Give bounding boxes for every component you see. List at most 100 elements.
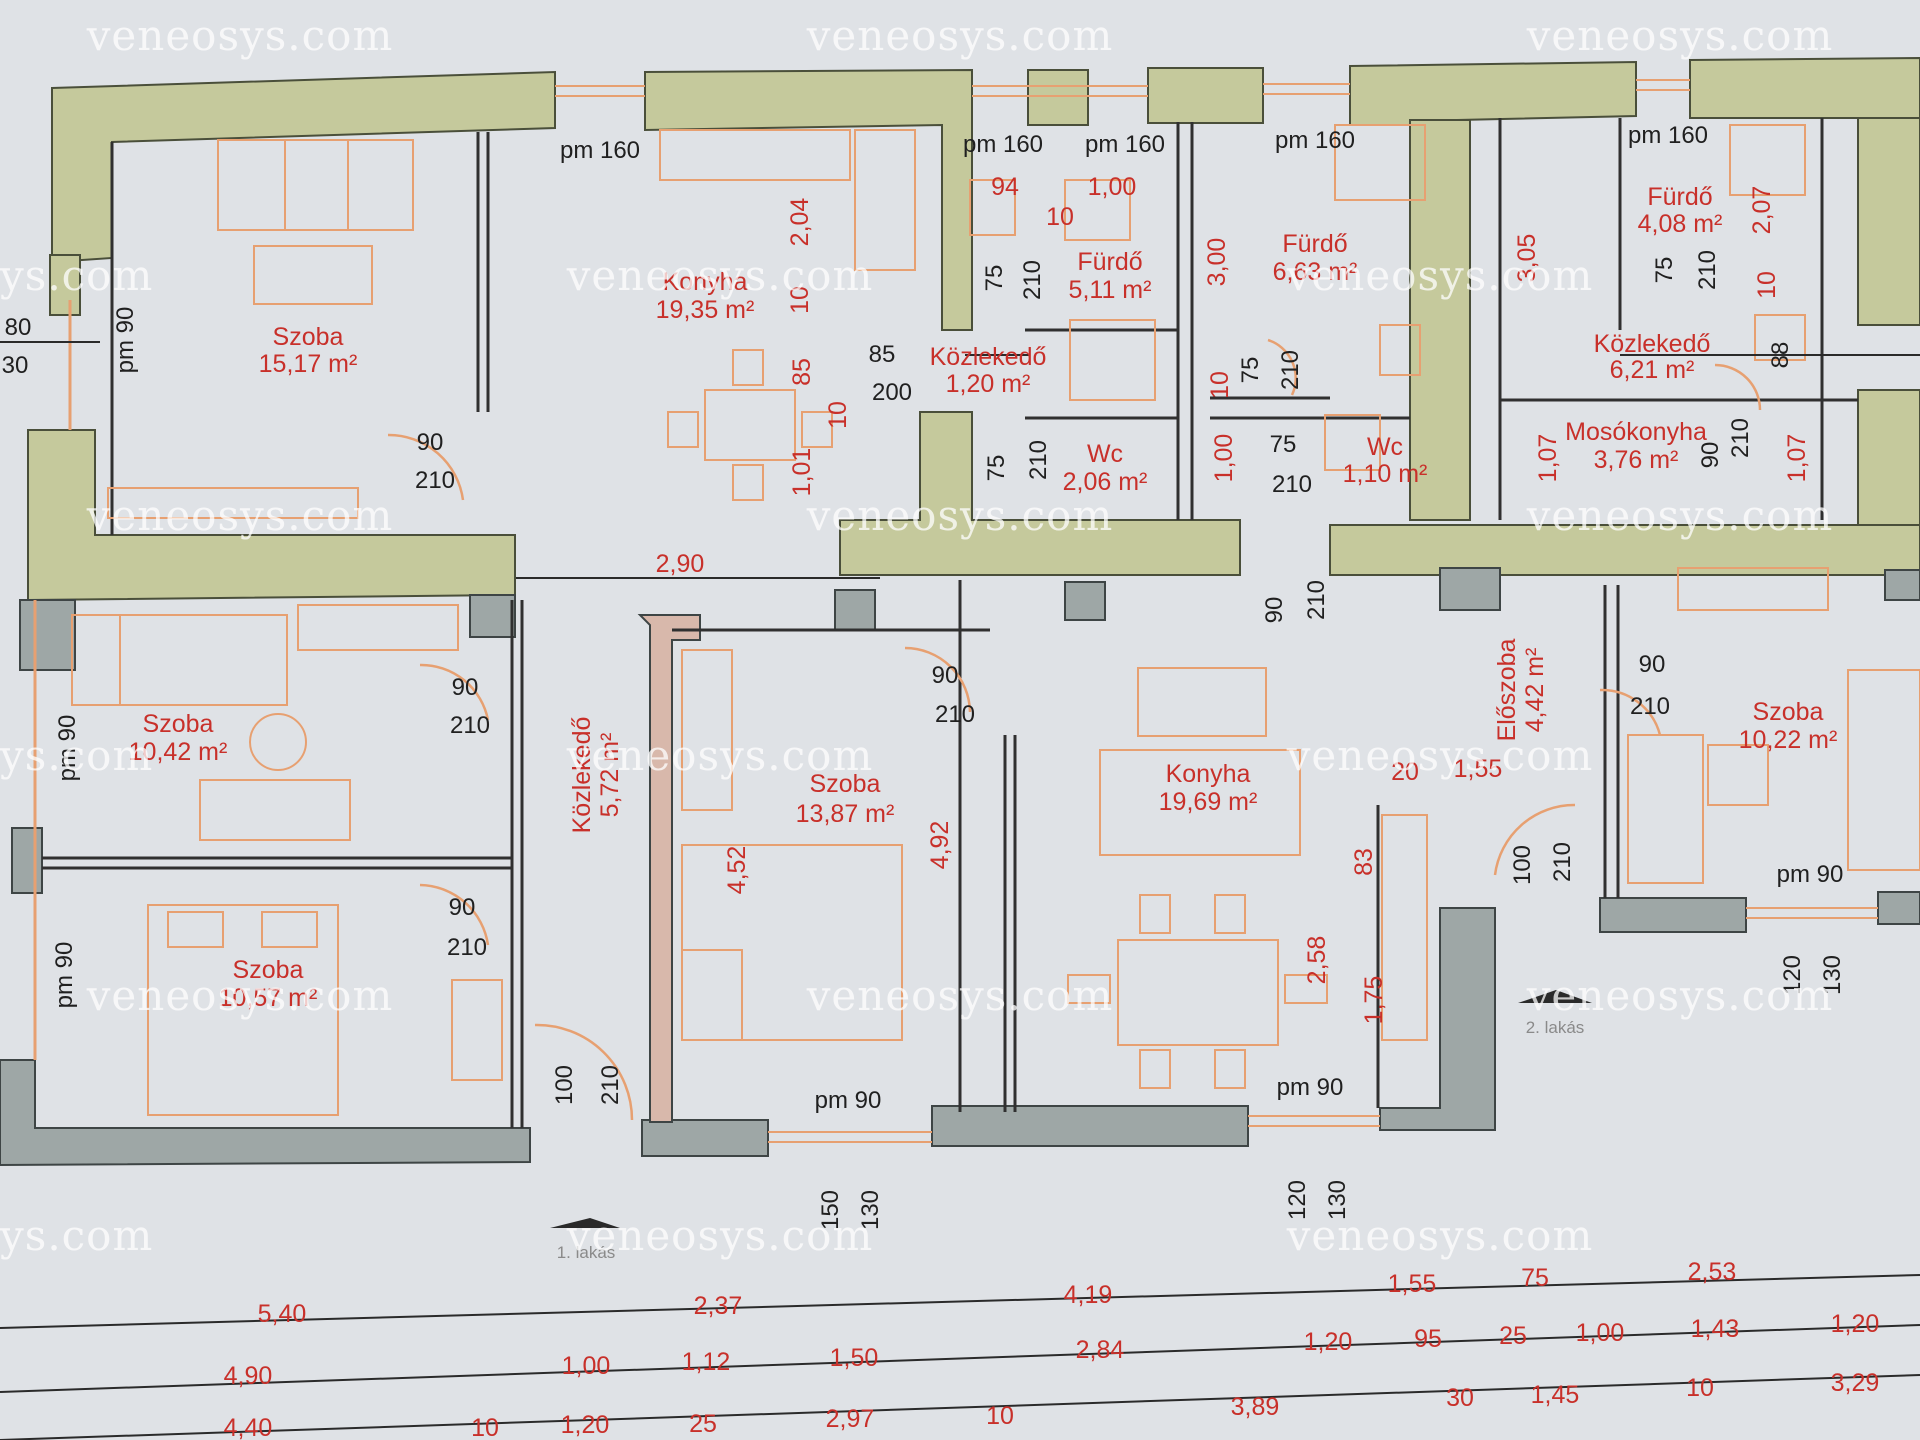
room-area: 4,42 m² bbox=[1521, 648, 1549, 733]
room-labels: Szoba 15,17 m² Konyha 19,35 m² Közlekedő… bbox=[129, 183, 1838, 1012]
dimension-value: 95 bbox=[1414, 1325, 1442, 1353]
inner-dimension: 10 bbox=[1753, 271, 1781, 299]
room-name: Konyha bbox=[1166, 760, 1251, 788]
dimension-value: 1,45 bbox=[1531, 1381, 1580, 1409]
watermark: veneosys.com bbox=[86, 971, 394, 1020]
door-height: 210 bbox=[415, 467, 455, 494]
dimension-value: 1,20 bbox=[1304, 1328, 1353, 1356]
door-width: 88 bbox=[1767, 342, 1794, 369]
room-area: 5,72 m² bbox=[596, 733, 624, 818]
inner-dimension: 1,00 bbox=[1088, 173, 1137, 201]
door-height: 210 bbox=[1272, 471, 1312, 498]
window-label: pm 90 bbox=[815, 1087, 882, 1114]
dimension-value: 10 bbox=[986, 1402, 1014, 1430]
dimension-value: 4,40 bbox=[224, 1414, 273, 1440]
inner-dimension: 2,04 bbox=[786, 198, 814, 247]
door-width: 100 bbox=[1509, 845, 1536, 885]
dimension-value: 10 bbox=[471, 1414, 499, 1440]
inner-dimension: 4,52 bbox=[723, 846, 751, 895]
door-height: 210 bbox=[1549, 842, 1576, 882]
window-label: pm 160 bbox=[963, 131, 1043, 158]
window-height: 30 bbox=[2, 352, 29, 379]
door-height: 210 bbox=[1694, 250, 1721, 290]
room-name: Közlekedő bbox=[568, 717, 596, 834]
inner-dimension: 10 bbox=[1046, 203, 1074, 231]
door-width: 100 bbox=[551, 1065, 578, 1105]
room-area: 3,76 m² bbox=[1594, 446, 1679, 474]
watermark: veneosys.com bbox=[806, 971, 1114, 1020]
dimension-value: 10 bbox=[1686, 1374, 1714, 1402]
watermark: veneosys.com bbox=[566, 1211, 874, 1260]
dimension-value: 1,00 bbox=[562, 1352, 611, 1380]
room-name: Szoba bbox=[233, 956, 304, 984]
door-width: 75 bbox=[983, 455, 1010, 482]
door-swings bbox=[387, 338, 1762, 1121]
door-height: 210 bbox=[1727, 418, 1754, 458]
inner-dimension: 1,07 bbox=[1534, 434, 1562, 483]
inner-dimension: 1,00 bbox=[1210, 434, 1238, 483]
dimension-value: 75 bbox=[1521, 1264, 1549, 1292]
window-label: pm 160 bbox=[560, 137, 640, 164]
door-height: 210 bbox=[1019, 260, 1046, 300]
window-label: pm 90 bbox=[51, 942, 78, 1009]
watermark: veneosys.com bbox=[806, 11, 1114, 60]
dimension-value: 1,20 bbox=[1831, 1310, 1880, 1338]
dimension-value: 1,20 bbox=[561, 1411, 610, 1439]
dimension-row-3: 4,40 10 1,20 25 2,97 10 3,89 30 1,45 10 … bbox=[224, 1369, 1880, 1440]
inner-dimension: 2,58 bbox=[1303, 936, 1331, 985]
inner-dimension: 10 bbox=[786, 286, 814, 314]
window-width: 150 bbox=[817, 1190, 844, 1230]
door-width: 75 bbox=[981, 265, 1008, 292]
door-width: 75 bbox=[1651, 257, 1678, 284]
room-name: Fürdő bbox=[1282, 230, 1347, 258]
watermark: veneosys.com bbox=[1526, 11, 1834, 60]
dimension-lines bbox=[0, 341, 1920, 1440]
room-area: 19,35 m² bbox=[656, 296, 755, 324]
watermark: veneosys.com bbox=[566, 251, 874, 300]
room-name: Közlekedő bbox=[930, 343, 1047, 371]
dimension-value: 2,53 bbox=[1688, 1258, 1737, 1286]
window-height: 130 bbox=[857, 1190, 884, 1230]
dimension-row-2: 4,90 1,00 1,12 1,50 2,84 1,20 95 25 1,00… bbox=[224, 1310, 1880, 1390]
dimension-row-1: 5,40 2,37 4,19 1,55 75 2,53 bbox=[258, 1258, 1737, 1328]
window-labels: pm 160 pm 160 pm 160 pm 160 pm 160 pm 90… bbox=[51, 122, 1843, 1114]
door-height: 200 bbox=[872, 379, 912, 406]
watermark: veneosys.com bbox=[1526, 971, 1834, 1020]
watermark: veneosys.com bbox=[1526, 491, 1834, 540]
window-openings bbox=[555, 79, 1878, 1143]
inner-dimension: 3,05 bbox=[1513, 234, 1541, 283]
door-width: 90 bbox=[452, 674, 479, 701]
window-label: pm 160 bbox=[1628, 122, 1708, 149]
inner-dimension: 1,07 bbox=[1783, 434, 1811, 483]
dimension-value: 2,97 bbox=[826, 1405, 875, 1433]
furniture bbox=[71, 124, 1920, 1116]
door-width: 85 bbox=[869, 341, 896, 368]
inner-dimension: 3,00 bbox=[1203, 238, 1231, 287]
inner-dimension: 10 bbox=[1206, 371, 1234, 399]
door-width: 90 bbox=[449, 894, 476, 921]
inner-dimension: 1,55 bbox=[1454, 755, 1503, 783]
dimension-value: 30 bbox=[1446, 1384, 1474, 1412]
inner-dimension: 10 bbox=[824, 401, 852, 429]
watermark: veneosys.com bbox=[0, 251, 153, 300]
room-name: Mosókonyha bbox=[1565, 418, 1707, 446]
inner-dimension: 4,92 bbox=[926, 821, 954, 870]
window-height: 130 bbox=[1819, 955, 1846, 995]
watermark: veneosys.com bbox=[1286, 251, 1594, 300]
door-height: 210 bbox=[1303, 580, 1330, 620]
inner-dimension: 1,75 bbox=[1360, 976, 1388, 1025]
dimension-value: 3,29 bbox=[1831, 1369, 1880, 1397]
dimension-value: 2,84 bbox=[1076, 1336, 1125, 1364]
inner-dimension: 83 bbox=[1350, 848, 1378, 876]
door-width: 90 bbox=[1261, 597, 1288, 624]
room-area: 19,69 m² bbox=[1159, 788, 1258, 816]
window-label: pm 160 bbox=[1275, 127, 1355, 154]
room-area: 1,10 m² bbox=[1343, 460, 1428, 488]
door-height: 210 bbox=[1025, 440, 1052, 480]
entrance-arrow-icon bbox=[1518, 990, 1592, 1003]
watermark: veneosys.com bbox=[806, 491, 1114, 540]
room-name: Szoba bbox=[810, 770, 881, 798]
door-height: 210 bbox=[597, 1065, 624, 1105]
inner-dimension: 85 bbox=[788, 358, 816, 386]
room-area: 13,87 m² bbox=[796, 800, 895, 828]
